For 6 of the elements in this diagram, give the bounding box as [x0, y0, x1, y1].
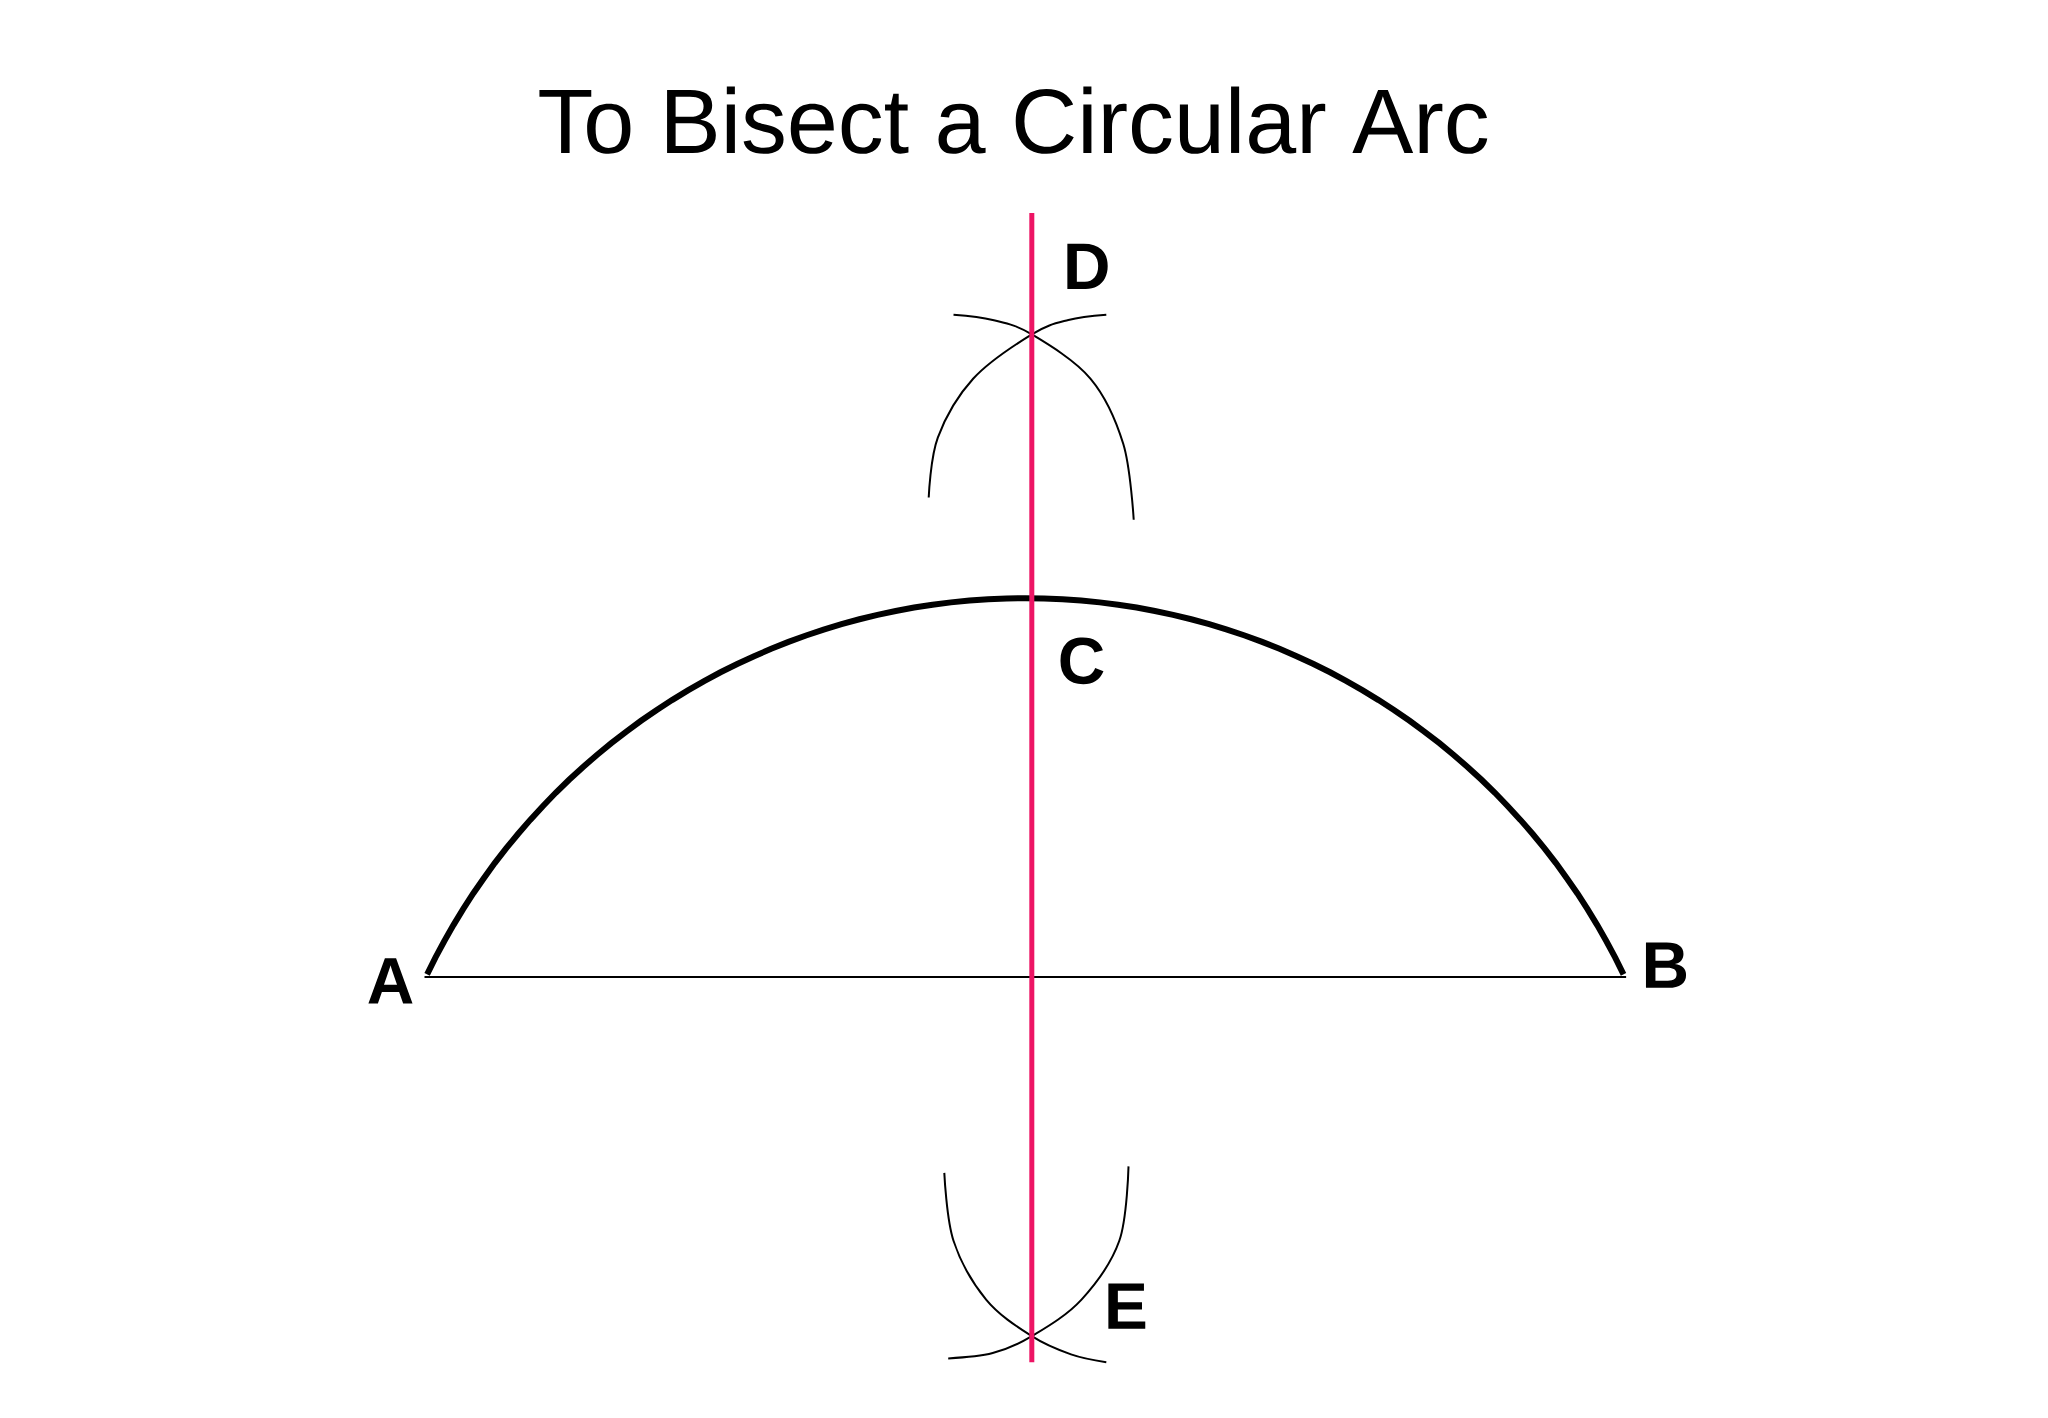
point-label: B — [1645, 942, 1687, 988]
title: To Bisect a Circular Arc — [539, 86, 1488, 154]
point-label: C — [1060, 637, 1104, 685]
point-label: D — [1067, 243, 1108, 289]
point-label: A — [368, 958, 413, 1004]
point-label: E — [1108, 1283, 1146, 1329]
